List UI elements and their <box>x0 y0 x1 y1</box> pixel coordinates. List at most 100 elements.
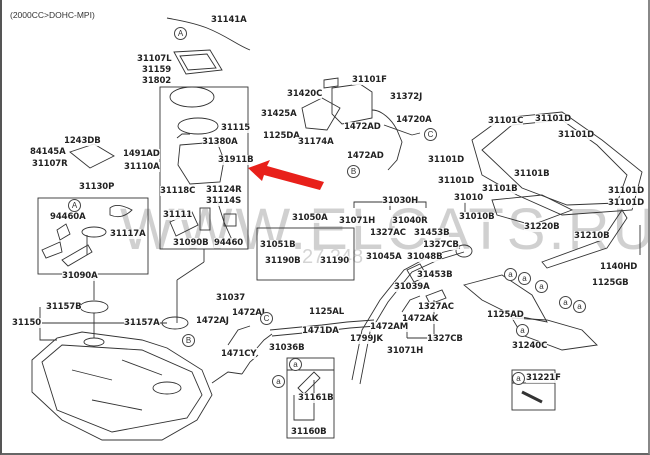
callout-a-cover-6: a <box>516 324 529 337</box>
callout-a-sender: A <box>68 199 81 212</box>
part-31101B-lower[interactable]: 31101B <box>482 184 518 194</box>
part-31115[interactable]: 31115 <box>221 123 251 133</box>
part-31110A[interactable]: 31110A <box>124 162 160 172</box>
part-31117A[interactable]: 31117A <box>110 229 146 239</box>
part-1472AJ-right[interactable]: 1472AJ <box>232 308 265 318</box>
callout-a-cover-1: a <box>504 268 517 281</box>
filter-frame <box>286 357 335 439</box>
part-1472AM[interactable]: 1472AM <box>370 322 409 332</box>
part-1471DA[interactable]: 1471DA <box>302 326 339 336</box>
part-1472AK[interactable]: 1472AK <box>402 314 439 324</box>
filler-door-frame <box>256 227 355 281</box>
engine-variant-note: (2000CC>DOHC-MPI) <box>10 10 95 20</box>
part-31101D-bottom[interactable]: 31101D <box>608 198 645 208</box>
part-31118C[interactable]: 31118C <box>160 186 196 196</box>
highlight-arrow <box>248 160 324 190</box>
part-1327AC-lower[interactable]: 1327AC <box>418 302 454 312</box>
part-31036B[interactable]: 31036B <box>269 343 305 353</box>
part-1243DB[interactable]: 1243DB <box>64 136 101 146</box>
part-1125AL[interactable]: 1125AL <box>309 307 345 317</box>
part-31220B[interactable]: 31220B <box>524 222 560 232</box>
part-94460[interactable]: 94460 <box>214 238 244 248</box>
part-31124R[interactable]: 31124R <box>206 185 242 195</box>
callout-b-canister: B <box>347 165 360 178</box>
part-31010[interactable]: 31010 <box>454 193 484 203</box>
callout-a-filter-box: a <box>289 358 302 371</box>
part-1140HD[interactable]: 1140HD <box>600 262 638 272</box>
part-31453B-lower[interactable]: 31453B <box>417 270 453 280</box>
part-31048B[interactable]: 31048B <box>407 252 443 262</box>
part-31071H-upper[interactable]: 31071H <box>339 216 376 226</box>
part-31050A[interactable]: 31050A <box>292 213 328 223</box>
part-31174A[interactable]: 31174A <box>298 137 334 147</box>
pump-assembly-frame <box>159 86 249 250</box>
part-31150[interactable]: 31150 <box>12 318 42 328</box>
part-31101D-left[interactable]: 31101D <box>428 155 465 165</box>
callout-a-cover-2: a <box>518 272 531 285</box>
part-31030H[interactable]: 31030H <box>382 196 419 206</box>
part-31040R[interactable]: 31040R <box>392 216 428 226</box>
part-31101F[interactable]: 31101F <box>352 75 387 85</box>
part-1471CY[interactable]: 1471CY <box>221 349 257 359</box>
callout-a-cover-3: a <box>535 280 548 293</box>
part-31420C[interactable]: 31420C <box>287 89 323 99</box>
part-31425A[interactable]: 31425A <box>261 109 297 119</box>
part-31221F[interactable]: 31221F <box>526 373 561 383</box>
part-31101B-upper[interactable]: 31101B <box>514 169 550 179</box>
part-31037[interactable]: 31037 <box>216 293 246 303</box>
part-31161B[interactable]: 31161B <box>298 393 334 403</box>
part-31380A[interactable]: 31380A <box>202 137 238 147</box>
callout-c-hose: C <box>260 312 273 325</box>
part-31107R[interactable]: 31107R <box>32 159 68 169</box>
part-31071H-lower[interactable]: 31071H <box>387 346 424 356</box>
part-1327AC-upper[interactable]: 1327AC <box>370 228 406 238</box>
part-31240C[interactable]: 31240C <box>512 341 548 351</box>
part-31111[interactable]: 31111 <box>163 210 193 220</box>
part-31101C[interactable]: 31101C <box>488 116 524 126</box>
part-31190B[interactable]: 31190B <box>265 256 301 266</box>
part-31101D-top[interactable]: 31101D <box>535 114 572 124</box>
callout-a-upper: A <box>174 27 187 40</box>
part-31051B[interactable]: 31051B <box>260 240 296 250</box>
part-1472AD-upper[interactable]: 1472AD <box>344 122 381 132</box>
part-31802[interactable]: 31802 <box>142 76 172 86</box>
pad-frame <box>511 369 556 411</box>
part-31372J[interactable]: 31372J <box>390 92 423 102</box>
part-1799JK[interactable]: 1799JK <box>350 334 383 344</box>
part-31090A[interactable]: 31090A <box>62 271 98 281</box>
part-31160B[interactable]: 31160B <box>291 427 327 437</box>
part-31159[interactable]: 31159 <box>142 65 172 75</box>
part-31101D-right[interactable]: 31101D <box>558 130 595 140</box>
part-31090B[interactable]: 31090B <box>173 238 209 248</box>
part-31045A[interactable]: 31045A <box>366 252 402 262</box>
part-31190[interactable]: 31190 <box>320 256 350 266</box>
part-1125AD[interactable]: 1125AD <box>487 310 524 320</box>
part-31101D-mid[interactable]: 31101D <box>438 176 475 186</box>
part-1472AD-lower[interactable]: 1472AD <box>347 151 384 161</box>
part-31010B[interactable]: 31010B <box>459 212 495 222</box>
part-31107L[interactable]: 31107L <box>137 54 172 64</box>
part-31210B[interactable]: 31210B <box>574 231 610 241</box>
part-84145A[interactable]: 84145A <box>30 147 66 157</box>
callout-b-tank: B <box>182 334 195 347</box>
part-31141A[interactable]: 31141A <box>211 15 247 25</box>
part-31157B[interactable]: 31157B <box>46 302 82 312</box>
part-14720A[interactable]: 14720A <box>396 115 432 125</box>
callout-a-cover-5: a <box>573 300 586 313</box>
callout-a-pad: a <box>512 372 525 385</box>
part-31039A[interactable]: 31039A <box>394 282 430 292</box>
part-1472AJ-left[interactable]: 1472AJ <box>196 316 229 326</box>
part-31911B[interactable]: 31911B <box>218 155 254 165</box>
part-1491AD[interactable]: 1491AD <box>123 149 160 159</box>
part-1327CB-lower[interactable]: 1327CB <box>427 334 463 344</box>
part-31157A[interactable]: 31157A <box>124 318 160 328</box>
part-1125GB[interactable]: 1125GB <box>592 278 629 288</box>
part-31453B-upper[interactable]: 31453B <box>414 228 450 238</box>
part-31101D-edge[interactable]: 31101D <box>608 186 645 196</box>
part-31130P[interactable]: 31130P <box>79 182 115 192</box>
part-31114S[interactable]: 31114S <box>206 196 242 206</box>
part-1327CB-upper[interactable]: 1327CB <box>423 240 459 250</box>
part-1125DA[interactable]: 1125DA <box>263 131 300 141</box>
part-94460A[interactable]: 94460A <box>50 212 86 222</box>
